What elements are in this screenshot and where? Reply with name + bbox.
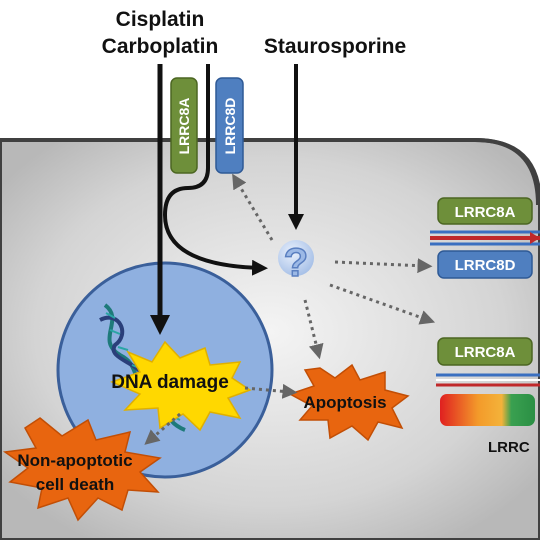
lrrc8a-vertical-box <box>170 77 198 174</box>
drug-uptake-line <box>162 64 268 276</box>
question-mark: ? <box>284 241 308 285</box>
lrrc8d-vertical-label: LRRC8D <box>222 98 238 155</box>
dna-damage-label: DNA damage <box>111 372 229 393</box>
non-apoptotic-label-line2: cell death <box>36 475 114 494</box>
dna-damage-burst <box>109 340 252 432</box>
drug-label-carboplatin: Carboplatin <box>102 35 219 58</box>
membrane-lines-top <box>430 230 540 246</box>
non-apoptotic-label-line1: Non-apoptotic <box>17 451 132 470</box>
non-apoptotic-burst <box>2 417 162 522</box>
lrrc8d-vertical-box <box>215 77 244 174</box>
rainbow-channel-box <box>440 394 535 426</box>
drug-label-staurosporine: Staurosporine <box>264 35 406 58</box>
membrane-lines-bottom <box>436 373 540 387</box>
lrrc8a-vertical-label: LRRC8A <box>176 98 192 155</box>
lrrc8a-right-top-label: LRRC8A <box>455 204 516 221</box>
drug-label-cisplatin: Cisplatin <box>116 8 205 31</box>
lrrc8a-right-bottom-label: LRRC8A <box>455 344 516 361</box>
membrane-red-arrow-icon <box>530 232 540 244</box>
lrrc8d-right-label: LRRC8D <box>455 257 516 274</box>
lrrc8a-right-top-box <box>437 197 533 225</box>
apoptosis-label: Apoptosis <box>303 393 386 412</box>
dotted-arrows <box>144 173 436 445</box>
lrrc-truncated-label: LRRC <box>488 439 530 456</box>
lrrc8a-right-bottom-box <box>437 337 533 366</box>
question-mark-bubble <box>278 240 314 276</box>
lrrc8d-right-box <box>437 250 533 279</box>
